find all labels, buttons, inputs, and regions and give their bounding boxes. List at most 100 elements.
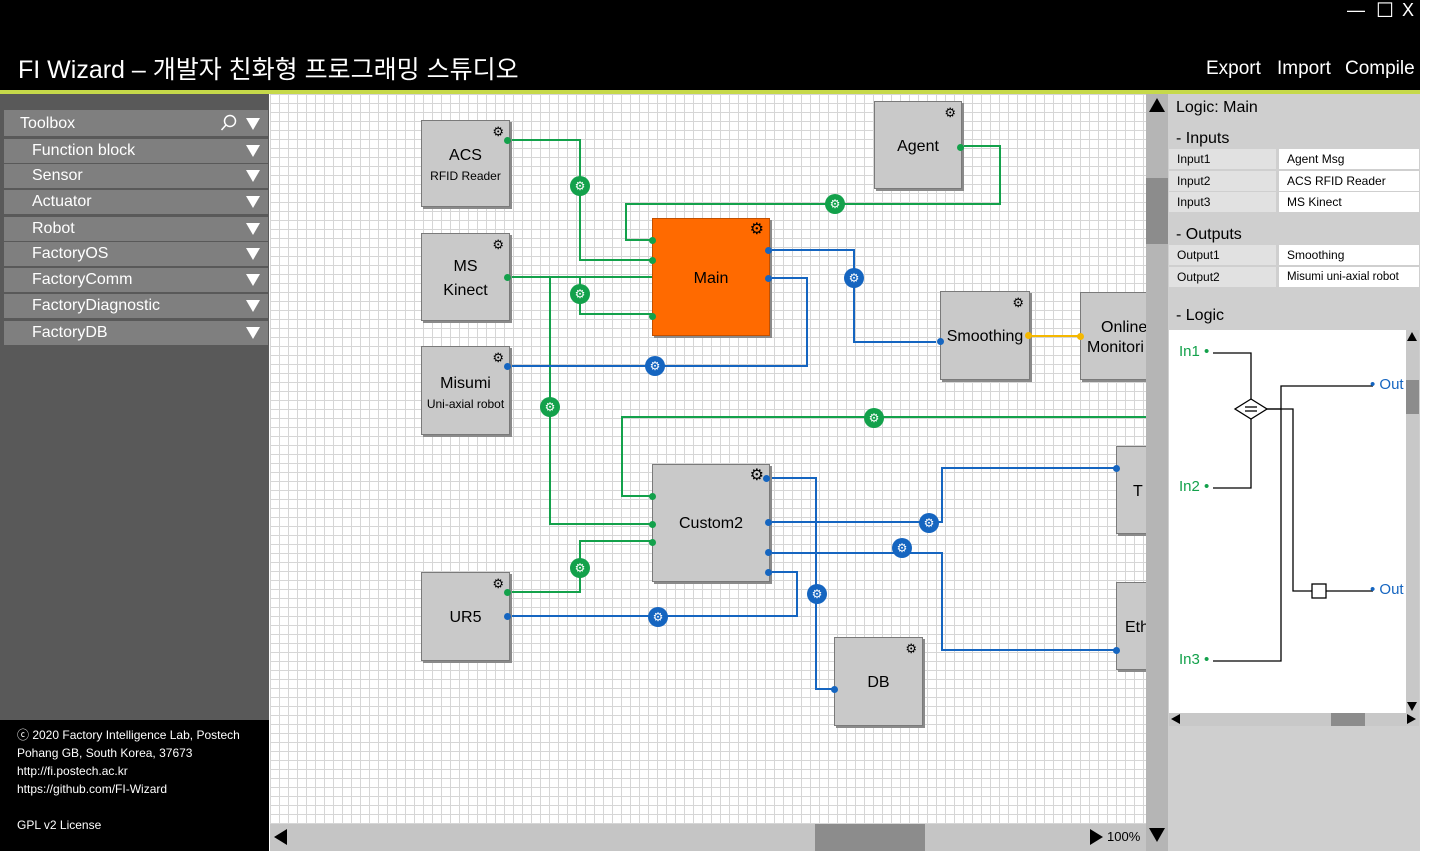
block-eth[interactable]: Eth [1113,582,1146,670]
gear-icon[interactable]: ⚙ [492,237,504,252]
logic-vertical-scrollbar[interactable] [1406,330,1419,713]
search-icon[interactable] [220,114,238,132]
logic-horizontal-scrollbar[interactable] [1169,713,1419,726]
input-port[interactable] [504,613,511,620]
input-port[interactable] [1113,647,1120,654]
block-ms-kinect[interactable]: ⚙ MS Kinect [421,233,511,321]
block-smoothing[interactable]: ⚙ Smoothing [937,291,1032,380]
block-ur5[interactable]: ⚙ UR5 [421,572,511,661]
outputs-header[interactable]: - Outputs [1176,226,1242,243]
inputs-header[interactable]: - Inputs [1176,130,1230,147]
canvas-vertical-scrollbar[interactable] [1146,94,1168,851]
output-port[interactable] [504,589,511,596]
input-port[interactable] [1113,465,1120,472]
logic-header[interactable]: - Logic [1176,307,1225,324]
input-port[interactable] [1077,333,1084,340]
gear-icon[interactable]: ⚙ [1012,295,1024,310]
scroll-up-arrow-icon[interactable] [1407,332,1417,341]
gear-icon[interactable]: ⚙ [944,105,956,120]
block-custom2[interactable]: ⚙ Custom2 [649,464,772,582]
gear-icon[interactable]: ⚙ [905,641,917,656]
footer-website-link[interactable]: http://fi.postech.ac.kr [17,764,128,778]
output-port[interactable] [765,569,772,576]
output-port[interactable] [765,549,772,556]
link-node-icon[interactable]: ⚙ [540,397,560,417]
link-node-icon[interactable]: ⚙ [570,176,590,196]
link-node-icon[interactable]: ⚙ [864,408,884,428]
input-port[interactable] [649,521,656,528]
link-node-icon[interactable]: ⚙ [807,584,827,604]
logic-input-in2[interactable]: In2 • [1179,478,1210,495]
scroll-thumb[interactable] [815,824,925,851]
import-button[interactable]: Import [1277,58,1331,79]
link-node-icon[interactable]: ⚙ [645,356,665,376]
canvas-horizontal-scrollbar[interactable]: 100% [270,824,1146,851]
scroll-left-arrow-icon[interactable] [274,829,287,845]
block-misumi-uni-axial-robot[interactable]: ⚙ Misumi Uni-axial robot [421,346,511,435]
output-port[interactable] [504,274,511,281]
toolbox-item-factoryos[interactable]: FactoryOS [4,242,268,266]
toolbox-item-robot[interactable]: Robot [4,217,268,241]
logic-diagram[interactable]: In1 • In2 • In3 • • Out • Out [1169,330,1406,713]
toolbox-item-sensor[interactable]: Sensor [4,164,268,188]
link-node-icon[interactable]: ⚙ [570,284,590,304]
block-acs-rfid-reader[interactable]: ⚙ ACS RFID Reader [421,120,511,207]
zoom-level[interactable]: 100% [1107,829,1141,844]
output-port[interactable] [1025,332,1032,339]
link-node-icon[interactable]: ⚙ [825,194,845,214]
logic-output-out2[interactable]: • Out [1370,581,1404,598]
footer-github-link[interactable]: https://github.com/FI-Wizard [17,782,168,796]
input-port[interactable] [649,539,656,546]
scroll-right-arrow-icon[interactable] [1090,829,1103,845]
logic-input-in1[interactable]: In1 • [1179,343,1210,360]
scroll-thumb[interactable] [1406,380,1419,414]
input-port[interactable] [649,257,656,264]
output-port[interactable] [765,519,772,526]
toolbox-item-function-block[interactable]: Function block [4,139,268,163]
input-port[interactable] [831,686,838,693]
close-button[interactable]: X [1402,0,1415,20]
input-port[interactable] [504,363,511,370]
input-port[interactable] [649,237,656,244]
gear-icon[interactable]: ⚙ [492,124,504,139]
block-canvas[interactable]: ⚙ ⚙ ⚙ ⚙ ⚙ ⚙ ⚙ ⚙ ⚙ ⚙ ⚙ ⚙ ⚙ ACS RFID Reade… [270,94,1146,824]
export-button[interactable]: Export [1206,58,1261,79]
toolbox-header[interactable]: Toolbox [4,110,268,136]
gear-icon[interactable]: ⚙ [749,221,764,238]
scroll-left-arrow-icon[interactable] [1171,714,1180,724]
output-port[interactable] [763,475,770,482]
link-node-icon[interactable]: ⚙ [570,558,590,578]
input-port[interactable] [649,493,656,500]
scroll-right-arrow-icon[interactable] [1407,714,1416,724]
gear-icon[interactable]: ⚙ [492,350,504,365]
toolbox-item-factorydiagnostic[interactable]: FactoryDiagnostic [4,294,268,318]
chevron-down-icon[interactable] [246,118,260,130]
output-port[interactable] [957,144,964,151]
toolbox-item-factorydb[interactable]: FactoryDB [4,321,268,345]
gear-icon[interactable]: ⚙ [492,576,504,591]
block-agent[interactable]: ⚙ Agent [874,101,964,189]
gear-icon[interactable]: ⚙ [749,467,764,484]
input-port[interactable] [937,338,944,345]
output-port[interactable] [765,275,772,282]
block-online-monitoring[interactable]: Online Monitori [1077,292,1146,380]
block-main[interactable]: ⚙ Main [649,218,772,336]
maximize-button[interactable]: ☐ [1376,0,1394,22]
logic-input-in3[interactable]: In3 • [1179,651,1210,668]
output-port[interactable] [504,137,511,144]
link-node-icon[interactable]: ⚙ [892,538,912,558]
output-port[interactable] [765,247,772,254]
link-node-icon[interactable]: ⚙ [919,513,939,533]
minimize-button[interactable]: — [1347,0,1365,20]
link-node-icon[interactable]: ⚙ [648,607,668,627]
compile-button[interactable]: Compile [1345,58,1415,79]
scroll-thumb[interactable] [1146,178,1168,244]
input-port[interactable] [649,313,656,320]
block-db[interactable]: ⚙ DB [831,637,923,726]
block-t[interactable]: T [1113,446,1146,534]
scroll-thumb[interactable] [1331,713,1365,726]
